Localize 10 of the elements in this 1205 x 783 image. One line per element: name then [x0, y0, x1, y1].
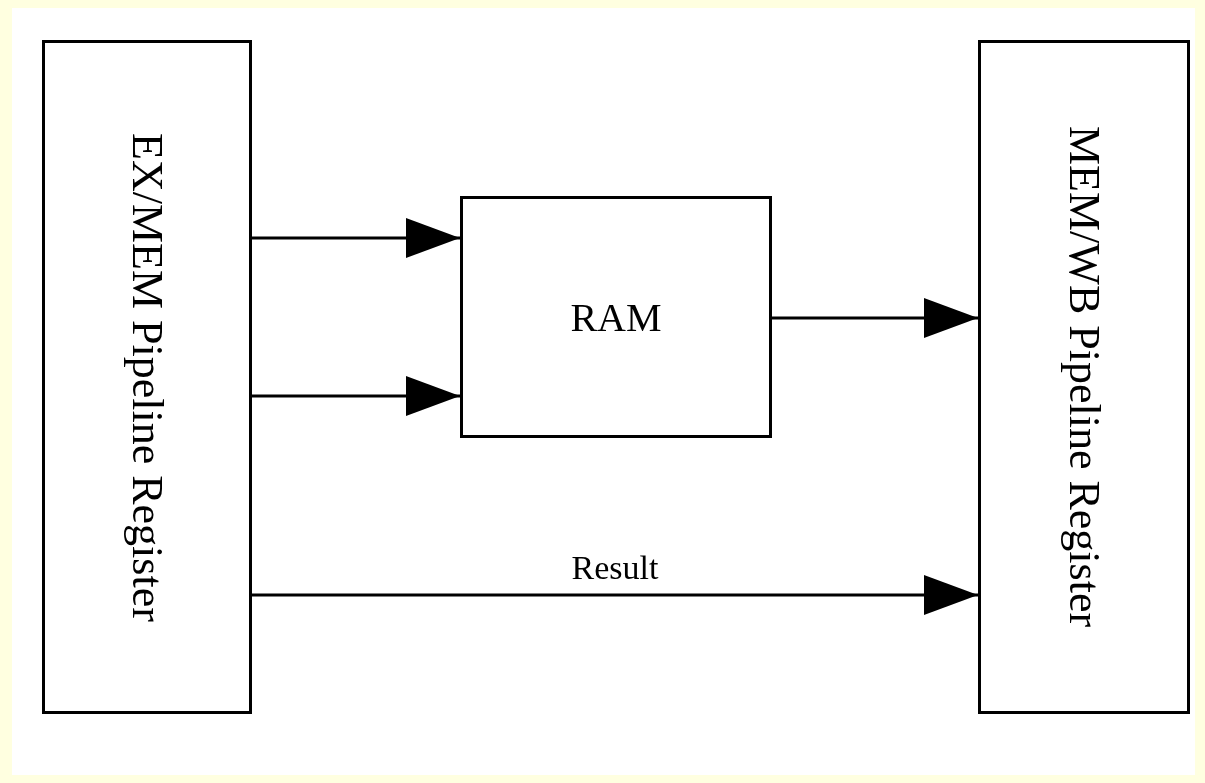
- arrow: [772, 298, 978, 338]
- memory-box: [460, 196, 772, 438]
- register-box: [42, 40, 252, 714]
- arrow: [252, 218, 460, 258]
- register-box: [978, 40, 1190, 714]
- arrow: [252, 376, 460, 416]
- box-label: MEM/WB Pipeline Register: [1058, 126, 1110, 628]
- box-label: RAM: [570, 293, 662, 341]
- box-label: EX/MEM Pipeline Register: [121, 132, 173, 622]
- arrow: [252, 575, 978, 615]
